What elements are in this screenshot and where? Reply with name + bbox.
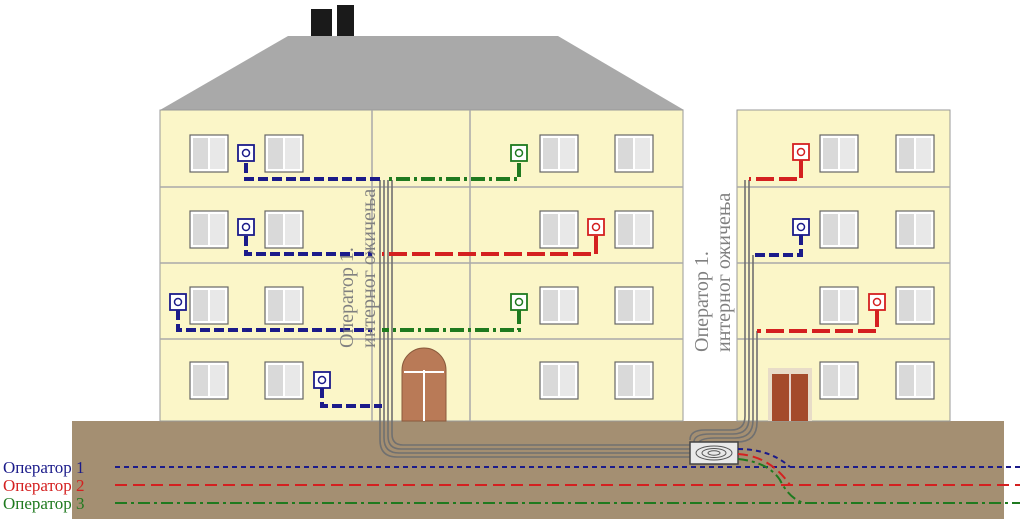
operator-lines [115,448,1020,504]
window [189,134,229,173]
outlets [169,143,886,389]
wall-outlet-icon [510,144,528,162]
wall-outlet-icon [237,218,255,236]
legend-label-operator-2: Оператор 2 [3,476,84,495]
window [895,361,935,400]
wall-outlet-icon [792,218,810,236]
window [819,210,859,249]
floor-wiring-side [749,160,879,333]
main-door [401,347,447,422]
trunk-cable-main [379,180,690,458]
wall-outlet-icon [510,293,528,311]
window [264,286,304,325]
riser-label-right-line1: Оператор 1. [691,251,713,352]
wall-outlet-icon [169,293,187,311]
floor-wiring-main [176,163,598,408]
window [895,134,935,173]
wall-outlet-icon [313,371,331,389]
window [189,361,229,400]
wall-outlet-icon [792,143,810,161]
legend-label-operator-1: Оператор 1 [3,458,84,477]
window [614,286,654,325]
window [539,286,579,325]
chimney-left [311,9,332,39]
riser-label-left: Оператор 1. интерног ожичења [336,189,380,348]
window [614,210,654,249]
window [895,210,935,249]
riser-label-left-line1: Оператор 1. [336,247,358,348]
wall-outlet-icon [868,293,886,311]
window [189,210,229,249]
window [539,134,579,173]
legend-label-operator-3: Оператор 3 [3,494,84,513]
window [819,134,859,173]
window [539,361,579,400]
window [819,286,859,325]
window [264,210,304,249]
window [264,134,304,173]
side-building-floor-lines [737,186,950,340]
wall-outlet-icon [237,144,255,162]
riser-label-left-line2: интерног ожичења [358,189,380,348]
roof [160,36,684,110]
window [264,361,304,400]
main-building-floor-lines [160,110,683,421]
window [895,286,935,325]
ground [72,421,1004,519]
wall-outlet-icon [587,218,605,236]
window [614,361,654,400]
window [819,361,859,400]
side-door [768,368,812,421]
window [189,286,229,325]
riser-label-right: Оператор 1. интерног ожичења [691,193,735,352]
windows [189,134,935,400]
distribution-box [689,441,739,465]
riser-label-right-line2: интерног ожичења [713,193,735,352]
window [539,210,579,249]
window [614,134,654,173]
chimney-right [337,5,354,39]
